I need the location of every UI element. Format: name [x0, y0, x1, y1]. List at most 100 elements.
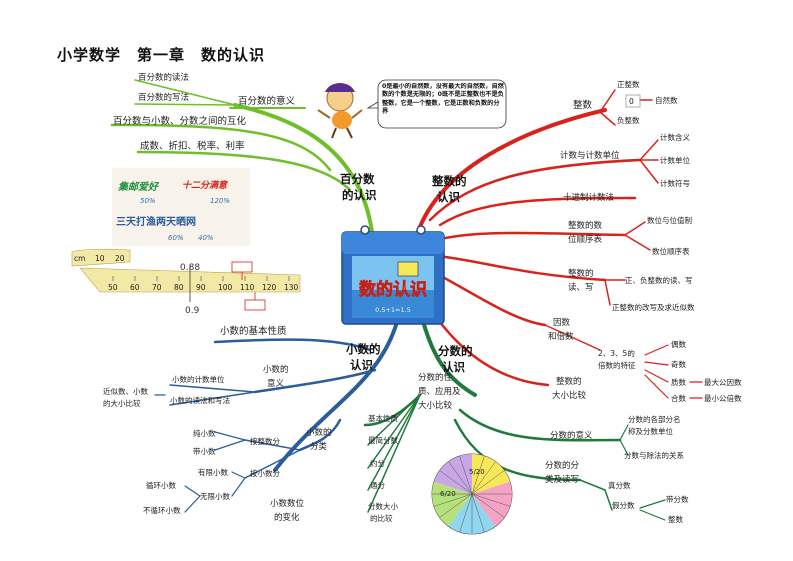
frac-cls-2: 类及读写	[545, 474, 579, 485]
int-zzs: 正整数	[617, 79, 640, 89]
speech-bubble: 0是最小的自然数，没有最大的自然数，自然数的个数是无限的；0既不是正整数也不是负…	[366, 79, 507, 129]
branch-percent	[110, 79, 374, 234]
frac-cmp-1: 分数大小	[368, 501, 398, 511]
percent-label-1: 百分数	[340, 172, 375, 186]
tape-tick-label: 110	[240, 283, 255, 292]
frac-prop-2: 质、应用及	[418, 386, 461, 397]
int-dx2: 正整数的改写及求近似数	[612, 302, 695, 312]
center-title: 数的认识	[359, 279, 427, 300]
frac-meaning: 分数的意义	[550, 430, 593, 441]
frac-m1-1: 分数的各部分名	[628, 414, 681, 424]
tape-tick-label: 80	[174, 283, 184, 292]
frac-dfs: 带分数	[666, 494, 689, 504]
frac-m1-2: 称及分数单位	[628, 426, 673, 436]
tape-tick-label: 90	[196, 283, 206, 292]
dec-readwrite: 小数的读法和写法	[170, 395, 230, 405]
dec-shift-2: 的变化	[274, 512, 300, 523]
tape-top-tick-1: 20	[115, 254, 125, 263]
frac-prop-1: 分数的性	[418, 372, 453, 383]
poster-p3: 60%	[168, 234, 184, 242]
dec-youxian: 有限小数	[198, 467, 228, 477]
int-swzz: 数位与位值制	[647, 215, 692, 225]
cartoon-character	[317, 83, 363, 139]
int-zhs: 质数	[671, 377, 686, 387]
tape-value-2: 0.9	[185, 306, 200, 316]
int-jishu: 计数与计数单位	[560, 150, 620, 161]
poster-line3: 三天打渔两天晒网	[116, 215, 196, 228]
frac-label-1: 分数的	[438, 344, 473, 358]
int-jsyy: 计数含义	[660, 132, 690, 142]
tape-tick-label: 70	[152, 283, 162, 292]
int-shuwei-2: 位顺序表	[568, 234, 603, 245]
tape-tick-label: 50	[108, 283, 118, 292]
dec-property: 小数的基本性质	[220, 325, 287, 337]
pie-label-a: 5/20	[469, 468, 485, 476]
tape-tick-label: 120	[262, 283, 277, 292]
dec-chun: 纯小数	[193, 428, 216, 438]
frac-jia: 假分数	[612, 500, 635, 510]
zero-box	[625, 94, 641, 108]
tape-value-1: 0.88	[180, 263, 200, 273]
int-compare-1: 整数的	[556, 376, 582, 387]
poster-p2: 120%	[210, 197, 230, 205]
int-gys: 最大公因数	[704, 377, 742, 387]
int-feature-1: 2、3、5的	[598, 348, 635, 358]
branch-decimal	[154, 298, 404, 513]
dec-dai: 带小数	[193, 446, 216, 456]
dec-shift-1: 小数数位	[270, 498, 305, 509]
frac-zs: 整数	[668, 514, 683, 524]
percent-convert: 百分数与小数、分数之间的互化	[113, 115, 247, 127]
tape-tick-label: 60	[130, 283, 140, 292]
int-compare-2: 大小比较	[552, 390, 587, 401]
int-label-2: 认识	[437, 190, 460, 204]
frac-zhen: 真分数	[608, 480, 631, 490]
poster-line1: 集邮爱好	[117, 181, 160, 193]
dec-wuxian: 无限小数	[200, 491, 230, 501]
int-zero: 0	[629, 97, 634, 106]
frac-yue: 约分	[370, 458, 385, 468]
frac-lcd: 最简分数	[368, 435, 398, 445]
dec-label-1: 小数的	[345, 342, 381, 356]
int-zs: 整数	[573, 99, 593, 111]
tape-tick-label: 130	[284, 283, 299, 292]
poster-p1: 50%	[140, 197, 156, 205]
dec-classify-1: 小数的	[306, 427, 332, 438]
int-jsfh: 计数符号	[660, 178, 690, 188]
idiom-poster: 集邮爱好 十二分满意 50% 120% 三天打渔两天晒网 60% 40%	[112, 168, 250, 246]
percent-apply: 成数、折扣、税率、利率	[140, 140, 245, 152]
fraction-pie: 5/20 6/20	[431, 453, 513, 535]
frac-m2: 分数与除法的关系	[624, 450, 684, 460]
percent-read: 百分数的读法	[138, 72, 189, 83]
int-dx1: 正、负整数的读、写	[625, 275, 693, 285]
poster-line2: 十二分满意	[182, 180, 228, 191]
center-formula: 0.5+1=1.5	[375, 306, 411, 314]
dec-unit: 小数的计数单位	[172, 374, 225, 384]
int-fzs: 负整数	[617, 115, 640, 125]
pie-label-b: 6/20	[440, 490, 456, 498]
dec-approx-1: 近似数、小数	[103, 386, 148, 396]
dec-meaning-2: 意义	[267, 378, 285, 389]
frac-cls-1: 分数的分	[545, 460, 580, 471]
center-node: 数的认识 0.5+1=1.5	[341, 225, 445, 325]
tape-unit: cm	[74, 254, 85, 263]
frac-tong: 通分	[370, 480, 385, 490]
tape-blank-1	[231, 261, 253, 273]
dec-byint: 按整数分	[250, 436, 280, 446]
dec-bydec: 按小数分	[250, 468, 280, 478]
int-hs: 合数	[671, 393, 686, 403]
int-os: 偶数	[671, 339, 686, 349]
int-label-1: 整数的	[431, 174, 467, 188]
int-feature-2: 倍数的特征	[598, 360, 636, 370]
int-shijin: 十进制计数法	[563, 192, 614, 203]
int-jsdw: 计数单位	[660, 155, 690, 165]
int-gbs: 最小公倍数	[704, 393, 742, 403]
int-duxie-2: 读、写	[568, 282, 594, 293]
int-duxie-1: 整数的	[568, 268, 594, 279]
percent-label-2: 的认识	[342, 188, 377, 202]
page-title: 小学数学 第一章 数的认识	[57, 46, 266, 64]
speech-text: 0是最小的自然数，没有最大的自然数，自然数的个数是无限的；0既不是正整数也不是负…	[382, 83, 504, 116]
dec-meaning-1: 小数的	[263, 364, 289, 375]
percent-meaning: 百分数的意义	[238, 95, 296, 107]
